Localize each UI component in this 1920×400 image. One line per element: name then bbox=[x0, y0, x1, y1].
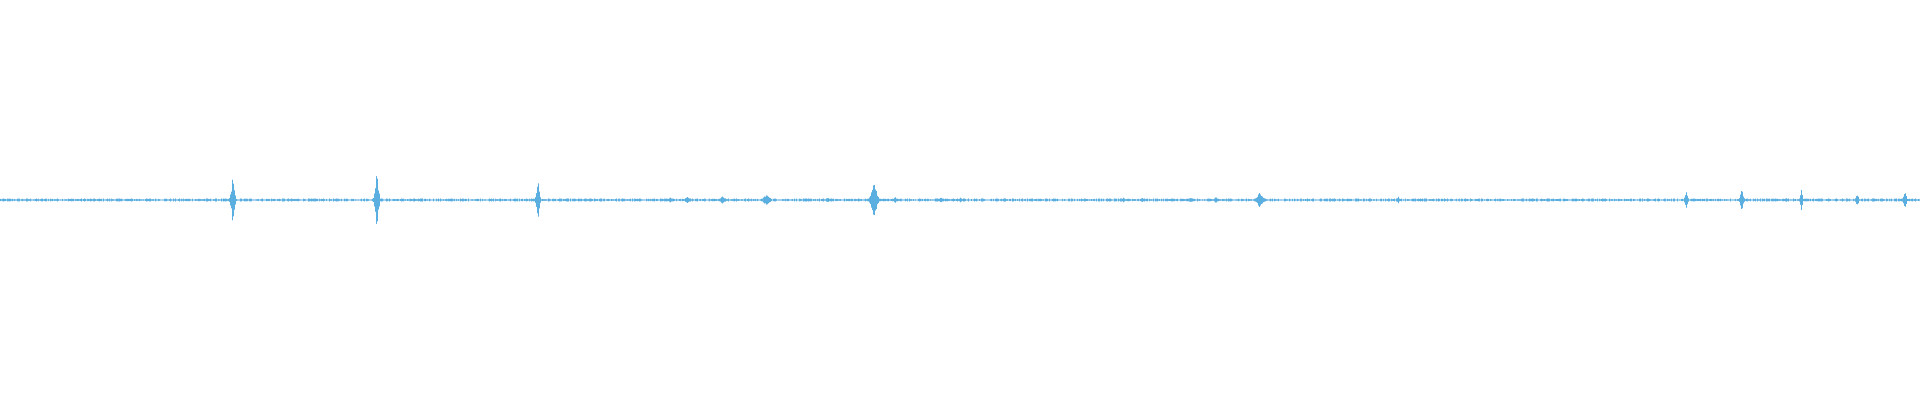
waveform-path bbox=[0, 176, 1920, 224]
